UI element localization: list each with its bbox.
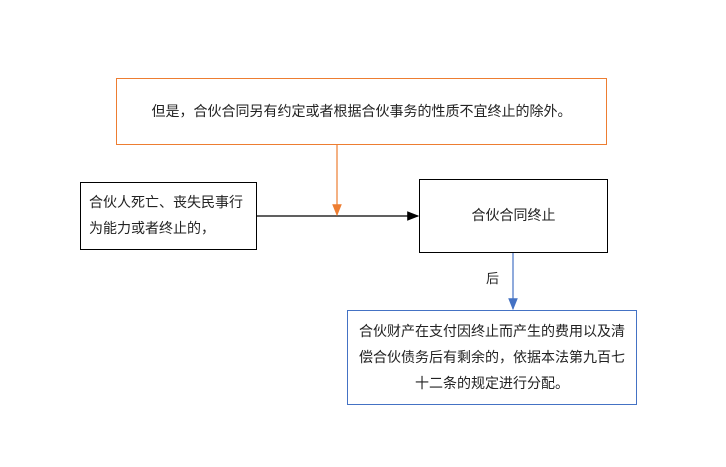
condition-text: 合伙人死亡、丧失民事行为能力或者终止的， [89,195,243,237]
result-box: 合伙合同终止 [419,179,608,253]
condition-box: 合伙人死亡、丧失民事行为能力或者终止的， [80,182,257,250]
distribute-box: 合伙财产在支付因终止而产生的费用以及清偿合伙债务后有剩余的，依据本法第九百七十二… [347,310,637,405]
exception-text: 但是，合伙合同另有约定或者根据合伙事务的性质不宜终止的除外。 [151,103,572,120]
distribute-text: 合伙财产在支付因终止而产生的费用以及清偿合伙债务后有剩余的，依据本法第九百七十二… [359,323,625,392]
after-label: 后 [486,272,500,287]
exception-box: 但是，合伙合同另有约定或者根据合伙事务的性质不宜终止的除外。 [116,78,607,145]
result-text: 合伙合同终止 [471,208,556,224]
